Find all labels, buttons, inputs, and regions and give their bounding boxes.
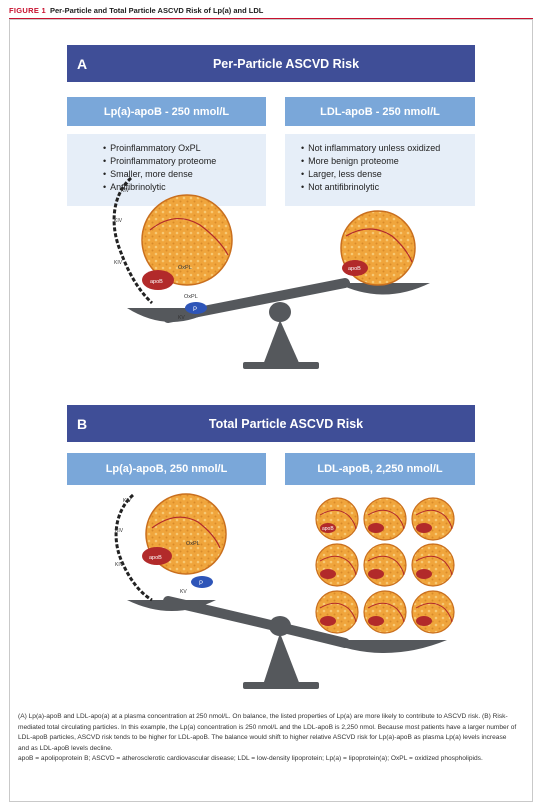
balance-pivot — [269, 302, 291, 322]
panel-b-title: Total Particle ASCVD Risk — [208, 416, 364, 431]
figure-caption: (A) Lp(a)-apoB and LDL-apo(a) at a plasm… — [18, 712, 518, 765]
apob-domain — [320, 616, 336, 626]
apob-strand — [415, 602, 453, 623]
property-item: Larger, less dense — [301, 168, 475, 181]
ldl-particle — [315, 590, 359, 634]
right-pan — [337, 283, 430, 295]
lp-particle — [141, 194, 233, 286]
balance-stand — [263, 633, 300, 685]
kiv-label: KIV — [114, 218, 123, 224]
kv-label: KV — [178, 315, 185, 321]
oxpl-label: OxPL — [184, 294, 198, 300]
apob-label: apoB — [149, 555, 162, 561]
panel-a-header: A Per-Particle ASCVD Risk — [67, 45, 475, 82]
balance-pivot — [269, 616, 291, 636]
apob-domain — [368, 616, 384, 626]
apob-strand — [149, 218, 229, 256]
lpa-particle-b: apoB OxPL P KIV KIV KIV KV — [114, 493, 227, 602]
panel-a-title: Per-Particle ASCVD Risk — [212, 56, 360, 71]
protease-domain — [185, 302, 207, 314]
lpa-particle-a: apoB OxPL OxPL P KIV KIV KIV KV — [112, 176, 233, 321]
property-item: More benign proteome — [301, 155, 475, 168]
kiv-label: KIV — [114, 260, 123, 266]
panel-b-balance — [127, 596, 447, 689]
apob-strand — [345, 228, 413, 263]
property-item: Smaller, more dense — [103, 168, 266, 181]
apob-strand — [367, 509, 405, 530]
left-pan — [127, 600, 216, 611]
balance-stand — [263, 320, 300, 365]
property-item: Antifibrinolytic — [103, 181, 266, 194]
panel-a-left-properties: Proinflammatory OxPL Proinflammatory pro… — [67, 134, 266, 206]
apob-domain — [416, 616, 432, 626]
balance-base — [243, 682, 319, 689]
apob-strand — [151, 516, 221, 549]
panel-a-balance — [127, 278, 430, 369]
panel-b-header: B Total Particle ASCVD Risk — [67, 405, 475, 442]
apob-strand — [367, 555, 405, 576]
apob-strand — [367, 602, 405, 623]
panel-a-letter: A — [77, 55, 88, 72]
property-item: Proinflammatory OxPL — [103, 142, 266, 155]
kiv-label: KIV — [115, 528, 124, 534]
ldl-particle-grid: apoB — [315, 497, 455, 634]
apob-domain — [416, 569, 432, 579]
panel-a-left-header: Lp(a)-apoB - 250 nmol/L — [67, 97, 266, 126]
property-item: Not antifibrinolytic — [301, 181, 475, 194]
property-item: Proinflammatory proteome — [103, 155, 266, 168]
apob-strand — [415, 509, 453, 530]
apob-strand — [319, 509, 357, 530]
ldl-particle — [315, 543, 359, 587]
balance-base — [243, 362, 319, 369]
figure-number: FIGURE 1 — [9, 6, 46, 15]
apob-domain — [320, 523, 336, 533]
apob-domain — [320, 569, 336, 579]
apob-domain — [342, 260, 368, 276]
kiv-label: KIV — [123, 498, 132, 504]
kv-label: KV — [180, 589, 187, 595]
p-label: P — [193, 307, 197, 313]
kiv-label: KIV — [115, 562, 124, 568]
figure-heading: FIGURE 1 Per-Particle and Total Particle … — [9, 6, 263, 15]
panel-b-right-header: LDL-apoB, 2,250 nmol/L — [285, 453, 475, 485]
ldl-particle — [363, 543, 407, 587]
caption-text: (A) Lp(a)-apoB and LDL-apo(a) at a plasm… — [18, 713, 517, 752]
panel-a-right-properties: Not inflammatory unless oxidized More be… — [285, 134, 475, 206]
apob-domain — [142, 270, 174, 290]
apob-label: apoB — [348, 266, 361, 272]
property-item: Not inflammatory unless oxidized — [301, 142, 475, 155]
apob-strand — [415, 555, 453, 576]
apob-label: apoB — [322, 526, 334, 532]
ldl-particle-a: apoB — [340, 210, 416, 286]
panel-a-right-header: LDL-apoB - 250 nmol/L — [285, 97, 475, 126]
apob-domain — [416, 523, 432, 533]
figure-frame — [9, 19, 533, 802]
apob-label: apoB — [150, 279, 163, 285]
figure-title: Per-Particle and Total Particle ASCVD Ri… — [50, 6, 264, 15]
ldl-particle — [411, 543, 455, 587]
p-label: P — [199, 581, 203, 587]
right-pan — [323, 640, 447, 653]
ldl-particle — [411, 590, 455, 634]
panel-b-letter: B — [77, 415, 88, 432]
protease-domain — [191, 576, 213, 588]
ldl-particle — [411, 497, 455, 541]
kiv-label: KIV — [121, 188, 130, 194]
apob-domain — [368, 569, 384, 579]
caption-abbreviations: apoB = apolipoprotein B; ASCVD = atheros… — [18, 755, 483, 763]
panel-b-left-header: Lp(a)-apoB, 250 nmol/L — [67, 453, 266, 485]
apob-domain — [142, 547, 172, 565]
apob-strand — [319, 602, 357, 623]
apoa-kringle-chain — [114, 493, 153, 602]
apob-domain — [368, 523, 384, 533]
oxpl-label: OxPL — [186, 541, 200, 547]
ldl-particle — [363, 497, 407, 541]
apob-strand — [319, 555, 357, 576]
oxpl-label: OxPL — [178, 265, 192, 271]
apoa-kringle-chain — [112, 176, 154, 305]
ldl-particle — [363, 590, 407, 634]
ldl-particle: apoB — [315, 497, 359, 541]
